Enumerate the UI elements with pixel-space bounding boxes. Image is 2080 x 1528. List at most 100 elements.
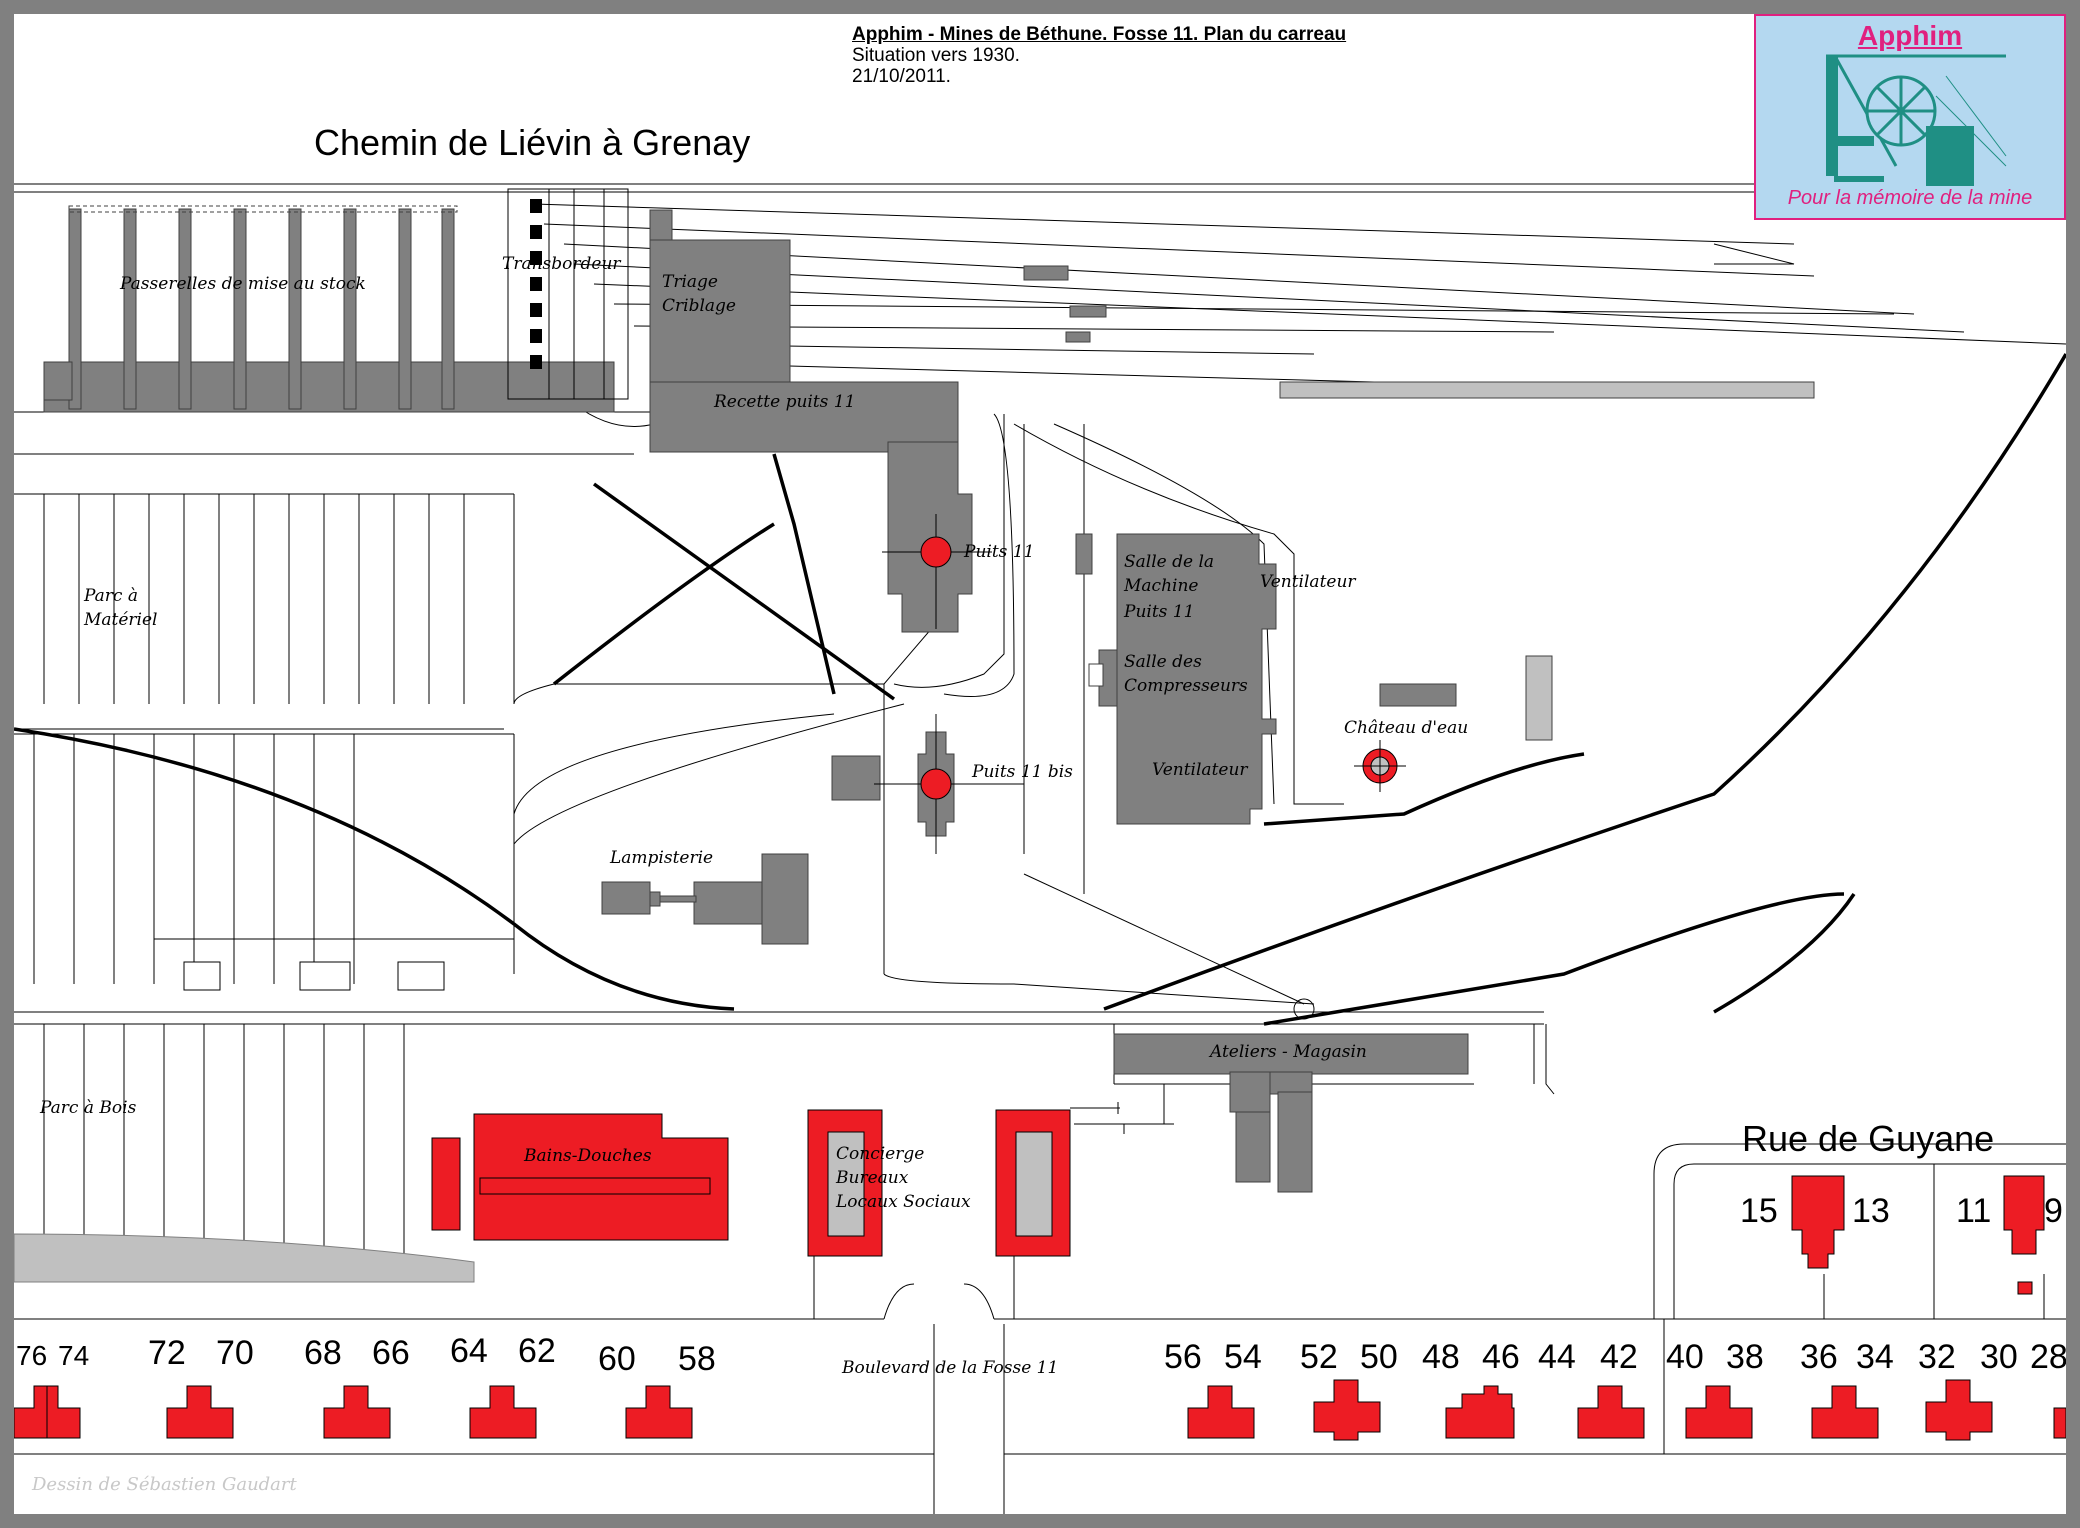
house-number: 64	[450, 1332, 488, 1370]
house-number: 40	[1666, 1338, 1704, 1376]
parc-bois-slope	[14, 1233, 475, 1283]
apphim-logo: Apphim Pour la mémoire de la mine	[1754, 14, 2066, 220]
map-drawing	[14, 183, 2066, 1514]
track-curve	[513, 713, 835, 815]
road-name-top: Chemin de Liévin à Grenay	[314, 122, 751, 163]
worker-houses	[14, 1175, 2066, 1441]
label-criblage: Criblage	[662, 296, 736, 316]
house-number: 48	[1422, 1338, 1460, 1376]
track-curve	[1545, 1024, 1555, 1095]
recette-puits-11	[649, 381, 959, 453]
house-number: 68	[304, 1334, 342, 1372]
label-triage: Triage	[662, 272, 718, 292]
rail-line-heavy	[1263, 892, 1845, 1026]
rail-line-heavy	[592, 482, 896, 701]
house-number: 70	[216, 1334, 254, 1372]
house-number: 46	[1482, 1338, 1520, 1376]
label-concierge-3: Locaux Sociaux	[836, 1192, 971, 1212]
drawing-credit: Dessin de Sébastien Gaudart	[32, 1474, 297, 1495]
label-transbordeur: Transbordeur	[502, 254, 621, 274]
rail-line-heavy	[772, 453, 836, 695]
house-number: 34	[1856, 1338, 1894, 1376]
label-salle-machine-2: Machine	[1124, 576, 1199, 596]
house-number: 28	[2030, 1338, 2066, 1376]
house-number: 72	[148, 1334, 186, 1372]
lampisterie-right	[761, 853, 809, 945]
house-number: 52	[1300, 1338, 1338, 1376]
house-number: 76	[16, 1340, 48, 1371]
house-number: 62	[518, 1332, 556, 1370]
rail-line-heavy	[14, 727, 735, 1011]
label-concierge-1: Concierge	[836, 1144, 925, 1164]
road-name-guyane: Rue de Guyane	[1742, 1118, 1995, 1159]
house-number: 56	[1164, 1338, 1202, 1376]
plan-header: Apphim - Mines de Béthune. Fosse 11. Pla…	[852, 24, 1346, 87]
bains-douches	[473, 1113, 729, 1241]
house-number: 44	[1538, 1338, 1576, 1376]
house-number: 74	[58, 1340, 90, 1371]
label-parc-materiel-2: Matériel	[84, 610, 158, 630]
stock-base	[43, 361, 615, 413]
label-lampisterie: Lampisterie	[610, 848, 714, 868]
puits-11-bis-shaft	[920, 768, 952, 800]
plan-situation: Situation vers 1930.	[852, 45, 1020, 66]
rail-track	[613, 303, 1895, 315]
road-name-boulevard: Boulevard de la Fosse 11	[842, 1358, 1059, 1378]
house-number: 50	[1360, 1338, 1398, 1376]
site-plan-map: Apphim - Mines de Béthune. Fosse 11. Pla…	[14, 14, 2066, 1514]
logo-title: Apphim	[1857, 20, 1963, 51]
headframe-icon	[1826, 54, 2007, 186]
house-number: 60	[598, 1340, 636, 1378]
puits-11-building	[887, 441, 973, 633]
label-salle-machine-1: Salle de la	[1124, 552, 1215, 572]
logo-subtitle: Pour la mémoire de la mine	[1787, 187, 2033, 209]
salle-machine	[1116, 533, 1277, 825]
label-ventilateur-1: Ventilateur	[1260, 572, 1356, 592]
house-number: 38	[1726, 1338, 1764, 1376]
annex	[831, 755, 881, 801]
label-parc-materiel-1: Parc à	[84, 586, 138, 606]
label-recette: Recette puits 11	[714, 392, 856, 412]
label-ateliers: Ateliers - Magasin	[1210, 1042, 1367, 1062]
label-bains-douches: Bains-Douches	[524, 1146, 652, 1166]
rail-track	[573, 263, 1965, 333]
parc-border	[513, 494, 884, 705]
house-number: 9	[2044, 1192, 2063, 1230]
house-number: 13	[1852, 1192, 1890, 1230]
rail-track	[1713, 243, 1795, 265]
label-chateau-eau: Château d'eau	[1344, 718, 1469, 738]
house-number: 30	[1980, 1338, 2018, 1376]
ateliers-magasin	[1113, 1033, 1469, 1075]
house-number: 54	[1224, 1338, 1262, 1376]
transbordeur	[507, 188, 629, 400]
rail-line-heavy	[1103, 353, 2066, 1011]
house-number: 58	[678, 1340, 716, 1378]
house-number: 15	[1740, 1192, 1778, 1230]
house-number: 32	[1918, 1338, 1956, 1376]
label-concierge-2: Bureaux	[836, 1168, 909, 1188]
label-salle-compresseurs-1: Salle des	[1124, 652, 1202, 672]
label-ventilateur-2: Ventilateur	[1152, 760, 1248, 780]
plan-title: Apphim - Mines de Béthune. Fosse 11. Pla…	[852, 24, 1347, 45]
label-parc-bois: Parc à Bois	[40, 1098, 137, 1118]
rail-track	[543, 223, 1815, 277]
house-number: 66	[372, 1334, 410, 1372]
label-passerelles: Passerelles de mise au stock	[120, 274, 366, 294]
rail-line-heavy	[552, 522, 775, 686]
rail-track	[593, 283, 2066, 345]
house-number: 11	[1956, 1192, 1992, 1230]
label-salle-machine-3: Puits 11	[1124, 602, 1195, 622]
rail-track	[533, 203, 1795, 245]
passerelle	[68, 208, 82, 410]
rail-line-heavy	[1263, 752, 1585, 826]
long-platform	[1279, 381, 1815, 399]
house-number: 36	[1800, 1338, 1838, 1376]
track-curve	[513, 703, 905, 845]
rail-line-heavy	[1713, 893, 1856, 1014]
bains-annex	[431, 1137, 461, 1231]
house-number: 42	[1600, 1338, 1638, 1376]
plan-date: 21/10/2011.	[852, 66, 951, 87]
label-salle-compresseurs-2: Compresseurs	[1124, 676, 1248, 696]
puits-11-shaft	[920, 536, 952, 568]
label-puits-11: Puits 11	[964, 542, 1035, 562]
